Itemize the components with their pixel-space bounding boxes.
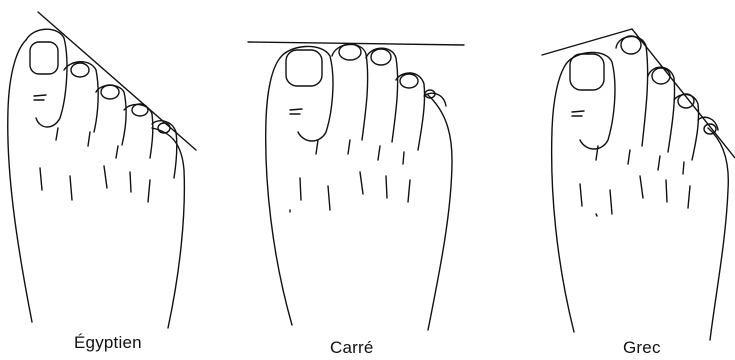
foot-egyptien-drawing xyxy=(8,12,196,328)
grec-big-toe-crease xyxy=(572,111,584,116)
carre-second-toe xyxy=(332,44,368,140)
grec-tendon-lines xyxy=(580,146,690,216)
caption-egyptien: Égyptien xyxy=(74,333,142,353)
egyptien-foot-outline xyxy=(8,40,185,328)
caption-grec: Grec xyxy=(623,338,661,358)
carre-second-toe-nail xyxy=(339,44,361,60)
egyptien-third-toe xyxy=(96,85,126,145)
carre-big-toe-nail xyxy=(286,50,322,86)
egyptien-second-toe-nail xyxy=(71,63,89,77)
carre-fourth-toe xyxy=(396,73,425,150)
egyptien-fourth-toe-nail xyxy=(132,104,148,116)
carre-third-toe-nail xyxy=(371,49,391,65)
grec-foot-outline xyxy=(552,64,729,340)
foot-carre-drawing xyxy=(248,42,464,330)
grec-third-toe-nail xyxy=(652,68,670,84)
egyptien-second-toe xyxy=(64,62,98,132)
egyptien-big-toe-crease xyxy=(34,95,46,100)
foot-grec-drawing xyxy=(542,29,735,340)
carre-third-toe xyxy=(366,48,398,142)
carre-big-toe-crease xyxy=(290,109,302,114)
grec-second-toe-nail xyxy=(621,36,641,54)
egyptien-toe-line xyxy=(38,12,196,150)
caption-carre: Carré xyxy=(330,338,374,358)
carre-big-toe xyxy=(280,46,333,141)
egyptien-big-toe-nail xyxy=(30,42,58,74)
carre-fourth-toe-nail xyxy=(400,74,418,88)
egyptien-big-toe xyxy=(26,29,67,127)
grec-big-toe-nail xyxy=(570,54,604,90)
grec-third-toe xyxy=(648,67,675,152)
grec-big-toe xyxy=(566,52,615,149)
carre-tendon-lines xyxy=(290,140,410,212)
egyptien-fourth-toe xyxy=(124,104,153,158)
grec-second-toe xyxy=(616,36,648,146)
egyptien-tendon-lines xyxy=(40,128,150,202)
egyptien-third-toe-nail xyxy=(101,85,119,99)
grec-fourth-toe xyxy=(674,94,699,160)
